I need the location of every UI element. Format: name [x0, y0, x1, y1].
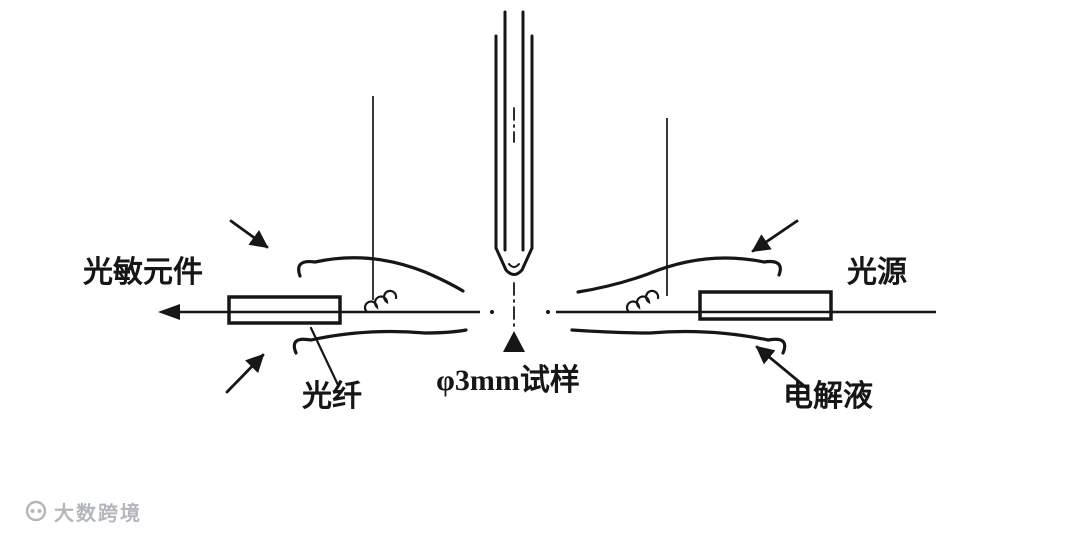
axis-dot-right — [546, 310, 550, 314]
sample-triangle — [503, 331, 525, 352]
left-nozzle-wall-top — [297, 256, 465, 293]
watermark-logo-icon — [25, 500, 47, 522]
watermark-text: 大数跨境 — [54, 502, 142, 525]
capillary-tube — [494, 10, 534, 331]
left-nozzle-wall-bottom — [292, 328, 468, 355]
right-nozzle-wall-top — [576, 256, 782, 294]
flow-arrow-bottom-left — [225, 353, 265, 394]
label-photosensor: 光敏元件 — [83, 256, 203, 289]
label-light-source: 光源 — [847, 256, 907, 289]
flow-arrow-top-left — [229, 219, 269, 249]
label-sample: φ3mm试样 — [436, 364, 580, 397]
flow-arrow-top-right — [751, 219, 799, 253]
left-fiber-rod — [227, 295, 342, 325]
axis-dot-left — [490, 310, 494, 314]
flow-arrows — [225, 219, 810, 394]
right-fiber-rod — [698, 290, 833, 321]
left-coil — [363, 289, 398, 314]
fiber-leader-line — [309, 326, 340, 387]
tube-tip — [494, 246, 534, 276]
tube-tip-inner — [508, 263, 520, 268]
flow-arrow-bottom-right — [755, 345, 810, 391]
label-optical-fiber: 光纤 — [302, 380, 362, 413]
nozzle-walls — [292, 256, 787, 355]
right-coil — [625, 289, 660, 314]
optical-axis-line — [162, 310, 936, 314]
watermark: 大数跨境 — [24, 496, 142, 526]
label-electrolyte: 电解液 — [783, 380, 873, 413]
right-nozzle-wall-bottom — [570, 328, 787, 355]
axis-arrowhead-left — [158, 304, 180, 320]
